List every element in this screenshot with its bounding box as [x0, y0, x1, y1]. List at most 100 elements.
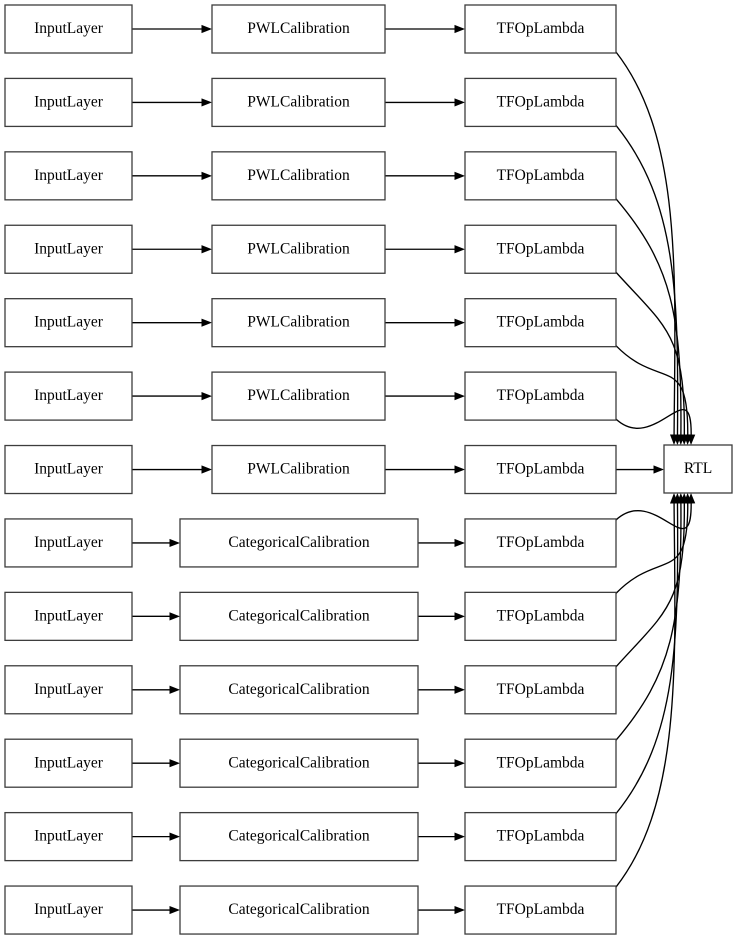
node-pwl-calibration-6-box[interactable] [211, 371, 386, 421]
node-tfoplambda-13[interactable]: TFOpLambda [464, 885, 617, 935]
edge-input-to-calibration-6-arrowhead [201, 392, 212, 401]
edge-calibration-to-tfop-10-arrowhead [454, 685, 465, 694]
node-tfoplambda-2-label: TFOpLambda [497, 93, 585, 110]
node-categorical-calibration-13-box[interactable] [179, 885, 419, 935]
node-tfoplambda-1-box[interactable] [464, 4, 617, 54]
node-tfoplambda-9-box[interactable] [464, 591, 617, 642]
node-pwl-calibration-7[interactable]: PWLCalibration [211, 444, 386, 495]
node-input-layer-5-box[interactable] [4, 298, 133, 348]
node-pwl-calibration-4-box[interactable] [211, 224, 386, 274]
edge-calibration-to-tfop-9-arrowhead [454, 612, 465, 621]
node-categorical-calibration-8[interactable]: CategoricalCalibration [179, 518, 419, 568]
edge-tfop-to-rtl-12-line [615, 501, 679, 815]
edge-input-to-calibration-3-arrowhead [201, 171, 212, 180]
node-rtl-box[interactable] [663, 444, 733, 494]
node-pwl-calibration-6[interactable]: PWLCalibration [211, 371, 386, 421]
node-pwl-calibration-2[interactable]: PWLCalibration [211, 77, 386, 128]
edge-tfop-to-rtl-3-line [615, 198, 682, 437]
node-input-layer-1-box[interactable] [4, 4, 133, 54]
node-rtl[interactable]: RTL [663, 444, 733, 494]
node-tfoplambda-3-box[interactable] [464, 151, 617, 201]
node-pwl-calibration-3[interactable]: PWLCalibration [211, 151, 386, 201]
node-categorical-calibration-13[interactable]: CategoricalCalibration [179, 885, 419, 935]
node-input-layer-8[interactable]: InputLayer [4, 518, 133, 568]
node-input-layer-3-box[interactable] [4, 151, 133, 201]
node-tfoplambda-12-box[interactable] [464, 811, 617, 862]
node-categorical-calibration-12-box[interactable] [179, 811, 419, 862]
edge-tfop-to-rtl-6-arrowhead [687, 434, 696, 445]
node-tfoplambda-6-box[interactable] [464, 371, 617, 421]
node-pwl-calibration-4[interactable]: PWLCalibration [211, 224, 386, 274]
node-tfoplambda-8[interactable]: TFOpLambda [464, 518, 617, 568]
edge-input-to-calibration-4-arrowhead [201, 245, 212, 254]
node-input-layer-1[interactable]: InputLayer [4, 4, 133, 54]
node-input-layer-4-box[interactable] [4, 224, 133, 274]
node-tfoplambda-7-box[interactable] [464, 444, 617, 495]
node-pwl-calibration-1[interactable]: PWLCalibration [211, 4, 386, 54]
node-tfoplambda-6[interactable]: TFOpLambda [464, 371, 617, 421]
node-input-layer-8-box[interactable] [4, 518, 133, 568]
node-tfoplambda-11-box[interactable] [464, 738, 617, 788]
node-tfoplambda-11[interactable]: TFOpLambda [464, 738, 617, 788]
node-categorical-calibration-11[interactable]: CategoricalCalibration [179, 738, 419, 788]
node-tfoplambda-10-box[interactable] [464, 665, 617, 715]
node-tfoplambda-2-box[interactable] [464, 77, 617, 128]
node-categorical-calibration-10[interactable]: CategoricalCalibration [179, 665, 419, 715]
node-tfoplambda-5-box[interactable] [464, 298, 617, 348]
node-input-layer-6-box[interactable] [4, 371, 133, 421]
node-pwl-calibration-3-box[interactable] [211, 151, 386, 201]
node-tfoplambda-7[interactable]: TFOpLambda [464, 444, 617, 495]
node-input-layer-9-box[interactable] [4, 591, 133, 642]
node-categorical-calibration-10-box[interactable] [179, 665, 419, 715]
node-input-layer-11[interactable]: InputLayer [4, 738, 133, 788]
node-input-layer-2[interactable]: InputLayer [4, 77, 133, 128]
node-input-layer-2-box[interactable] [4, 77, 133, 128]
node-categorical-calibration-9[interactable]: CategoricalCalibration [179, 591, 419, 642]
node-pwl-calibration-2-box[interactable] [211, 77, 386, 128]
edge-tfop-to-rtl-6-line [615, 409, 692, 437]
node-input-layer-4[interactable]: InputLayer [4, 224, 133, 274]
node-input-layer-5[interactable]: InputLayer [4, 298, 133, 348]
node-tfoplambda-13-label: TFOpLambda [497, 901, 585, 918]
node-tfoplambda-1[interactable]: TFOpLambda [464, 4, 617, 54]
node-tfoplambda-3[interactable]: TFOpLambda [464, 151, 617, 201]
node-input-layer-3[interactable]: InputLayer [4, 151, 133, 201]
node-input-layer-13-box[interactable] [4, 885, 133, 935]
node-tfoplambda-2[interactable]: TFOpLambda [464, 77, 617, 128]
node-tfoplambda-10[interactable]: TFOpLambda [464, 665, 617, 715]
node-tfoplambda-4-box[interactable] [464, 224, 617, 274]
node-input-layer-6[interactable]: InputLayer [4, 371, 133, 421]
node-pwl-calibration-5-box[interactable] [211, 298, 386, 348]
node-tfoplambda-12[interactable]: TFOpLambda [464, 811, 617, 862]
node-pwl-calibration-1-box[interactable] [211, 4, 386, 54]
node-tfoplambda-13-box[interactable] [464, 885, 617, 935]
node-input-layer-12[interactable]: InputLayer [4, 811, 133, 862]
node-input-layer-10-box[interactable] [4, 665, 133, 715]
node-input-layer-9[interactable]: InputLayer [4, 591, 133, 642]
node-categorical-calibration-10-label: CategoricalCalibration [228, 681, 369, 698]
edge-input-to-calibration-9-arrowhead [169, 612, 180, 621]
node-input-layer-12-box[interactable] [4, 811, 133, 862]
edge-calibration-to-tfop-8-arrowhead [454, 538, 465, 548]
edge-tfop-to-rtl-10-line [615, 501, 685, 668]
node-pwl-calibration-5[interactable]: PWLCalibration [211, 298, 386, 348]
edge-tfop-to-rtl-13-line [615, 501, 676, 888]
node-input-layer-11-box[interactable] [4, 738, 133, 788]
node-categorical-calibration-12[interactable]: CategoricalCalibration [179, 811, 419, 862]
node-input-layer-7-box[interactable] [4, 444, 133, 495]
node-input-layer-13[interactable]: InputLayer [4, 885, 133, 935]
edge-calibration-to-tfop-2-arrowhead [454, 98, 465, 107]
node-tfoplambda-4[interactable]: TFOpLambda [464, 224, 617, 274]
node-input-layer-10[interactable]: InputLayer [4, 665, 133, 715]
node-tfoplambda-5[interactable]: TFOpLambda [464, 298, 617, 348]
node-tfoplambda-11-label: TFOpLambda [497, 754, 585, 771]
node-categorical-calibration-8-box[interactable] [179, 518, 419, 568]
node-categorical-calibration-11-box[interactable] [179, 738, 419, 788]
node-tfoplambda-8-box[interactable] [464, 518, 617, 568]
node-pwl-calibration-7-box[interactable] [211, 444, 386, 495]
edge-input-to-calibration-5-arrowhead [201, 318, 212, 327]
node-tfoplambda-9[interactable]: TFOpLambda [464, 591, 617, 642]
node-input-layer-7[interactable]: InputLayer [4, 444, 133, 495]
node-tfoplambda-9-label: TFOpLambda [497, 607, 585, 624]
node-categorical-calibration-9-box[interactable] [179, 591, 419, 642]
